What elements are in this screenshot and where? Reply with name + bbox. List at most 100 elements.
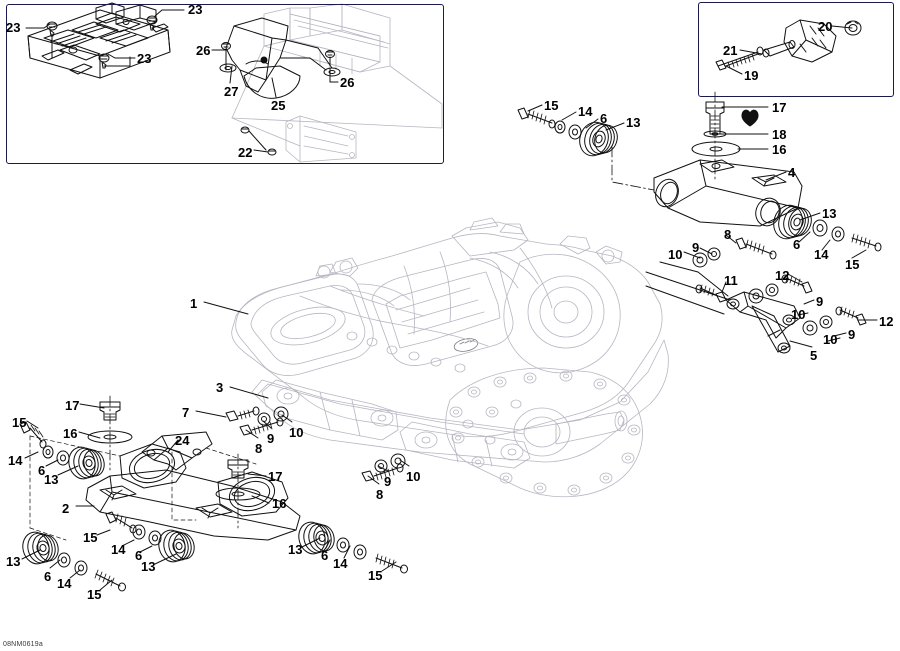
callout-6: 6 <box>321 548 329 563</box>
callout-14: 14 <box>333 556 348 571</box>
callout-12: 12 <box>775 268 790 283</box>
bolt-8-rear <box>361 463 404 482</box>
leader-20a <box>831 25 853 29</box>
callout-13: 13 <box>288 542 303 557</box>
mount-plate-4 <box>653 159 803 227</box>
callout-15: 15 <box>87 587 102 602</box>
callout-9: 9 <box>267 431 275 446</box>
leader-17b <box>79 403 105 409</box>
leader-26a <box>211 49 227 71</box>
callout-26: 26 <box>196 43 211 58</box>
callout-17: 17 <box>268 469 283 484</box>
leader-8a <box>725 234 737 244</box>
inset-ecu-board <box>27 2 171 79</box>
leader-10e <box>399 459 410 467</box>
callout-6: 6 <box>793 237 801 252</box>
leader-15f <box>381 561 397 572</box>
callout-15: 15 <box>544 98 559 113</box>
callout-13: 13 <box>141 559 156 574</box>
leader-13d <box>154 553 177 565</box>
screw-23-bottom <box>98 53 110 69</box>
callout-14: 14 <box>8 453 23 468</box>
leader-13f <box>301 537 321 548</box>
leader-13b <box>799 212 821 221</box>
callout-19: 19 <box>744 68 759 83</box>
bushing-assembly-upper-right <box>517 107 655 191</box>
leader-12a <box>787 273 803 283</box>
leader-15c <box>26 420 39 429</box>
washers-9-10-front <box>257 406 289 426</box>
callout-8: 8 <box>376 487 384 502</box>
callout-6: 6 <box>600 111 608 126</box>
leader-14e <box>69 569 81 579</box>
callout-15: 15 <box>368 568 383 583</box>
callout-24: 24 <box>175 433 190 448</box>
leader-6b <box>798 231 811 243</box>
leader-15e <box>99 579 113 591</box>
bolt-17-left <box>87 395 133 471</box>
leader-9a <box>699 247 713 255</box>
front-support-2 <box>29 435 301 541</box>
leader-10a <box>683 251 701 259</box>
callout-15: 15 <box>83 530 98 545</box>
callout-10: 10 <box>289 425 304 440</box>
leader-24a <box>167 439 179 453</box>
leader-11a <box>721 281 727 293</box>
callout-14: 14 <box>578 104 593 119</box>
right-support-arm-5 <box>645 261 801 354</box>
leader-8c <box>367 475 380 485</box>
leader-9c <box>833 332 847 337</box>
callout-4: 4 <box>788 165 796 180</box>
bracket-24 <box>141 431 213 471</box>
callout-13: 13 <box>6 554 21 569</box>
callout-5: 5 <box>810 348 818 363</box>
callout-10: 10 <box>406 469 421 484</box>
callout-16: 16 <box>63 426 78 441</box>
bolt-11 <box>695 284 727 303</box>
callout-6: 6 <box>38 463 46 478</box>
leader-5a <box>789 340 813 348</box>
leader-14f <box>343 545 351 559</box>
callout-12: 12 <box>879 314 894 329</box>
leader-15d <box>96 529 111 536</box>
leader-15b <box>851 249 867 259</box>
callout-18: 18 <box>772 127 787 142</box>
bushing-assembly-lower-right <box>773 204 882 252</box>
callout-10: 10 <box>823 332 838 347</box>
leader-7a <box>195 410 227 418</box>
callout-9: 9 <box>692 240 700 255</box>
leader-1a <box>203 301 249 315</box>
callout-2: 2 <box>62 501 70 516</box>
callout-26: 26 <box>340 75 355 90</box>
upper-right-inset-box <box>698 2 894 97</box>
leader-4a <box>765 171 787 181</box>
leader-6f <box>325 539 331 549</box>
leader-27a <box>229 65 233 84</box>
leader-10d <box>281 414 293 423</box>
leader-19a <box>725 65 743 75</box>
leader-8b <box>245 429 259 439</box>
callout-7: 7 <box>182 405 190 420</box>
callout-25: 25 <box>271 98 286 113</box>
callout-6: 6 <box>135 548 143 563</box>
leader-22a <box>253 149 269 153</box>
leader-16b <box>78 431 101 439</box>
callout-11: 11 <box>724 273 738 288</box>
callout-23: 23 <box>6 20 21 35</box>
callout-6: 6 <box>44 569 52 584</box>
leader-13e <box>21 549 41 560</box>
callout-16: 16 <box>272 496 287 511</box>
upper-left-inset-box <box>6 4 444 164</box>
washers-9-10-right <box>692 247 721 268</box>
leader-9b <box>803 299 815 305</box>
bolt-17-mid <box>171 451 261 529</box>
leader-3a <box>229 386 269 399</box>
leader-10b <box>797 312 809 316</box>
leader-14a <box>561 111 577 121</box>
bolt-12-lower <box>802 306 867 336</box>
leader-21a <box>739 49 763 55</box>
callout-9: 9 <box>848 327 856 342</box>
